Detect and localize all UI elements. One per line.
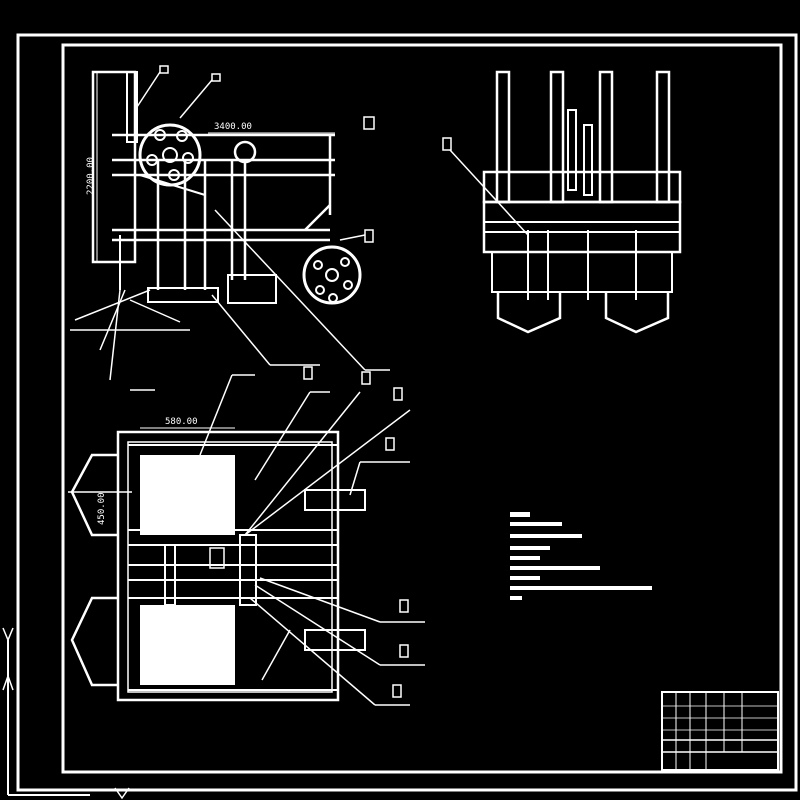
drawing-frame <box>61 43 783 774</box>
dimension-top-width: 3400.00 <box>214 122 252 132</box>
outer-border <box>16 33 798 792</box>
cone-bottom <box>70 596 118 687</box>
ucs-axis-icon <box>2 627 130 800</box>
hopper-left <box>496 292 562 334</box>
roller-bottom <box>140 605 235 685</box>
pulley <box>233 140 257 164</box>
right-wheel <box>302 245 362 305</box>
roller-top <box>140 455 235 535</box>
title-block <box>661 691 779 771</box>
hopper-right <box>604 292 670 334</box>
dimension-plan-width: 580.00 <box>165 417 198 427</box>
dimension-side-height: 2200.00 <box>86 157 96 195</box>
front-elevation-view <box>442 70 682 334</box>
cone-top <box>70 453 118 537</box>
plan-view: 580.00 450.00 <box>68 366 425 706</box>
dimension-plan-height: 450.00 <box>97 492 107 525</box>
technical-notes <box>510 512 652 600</box>
side-elevation-view: 3400.00 2200.00 <box>70 65 390 391</box>
